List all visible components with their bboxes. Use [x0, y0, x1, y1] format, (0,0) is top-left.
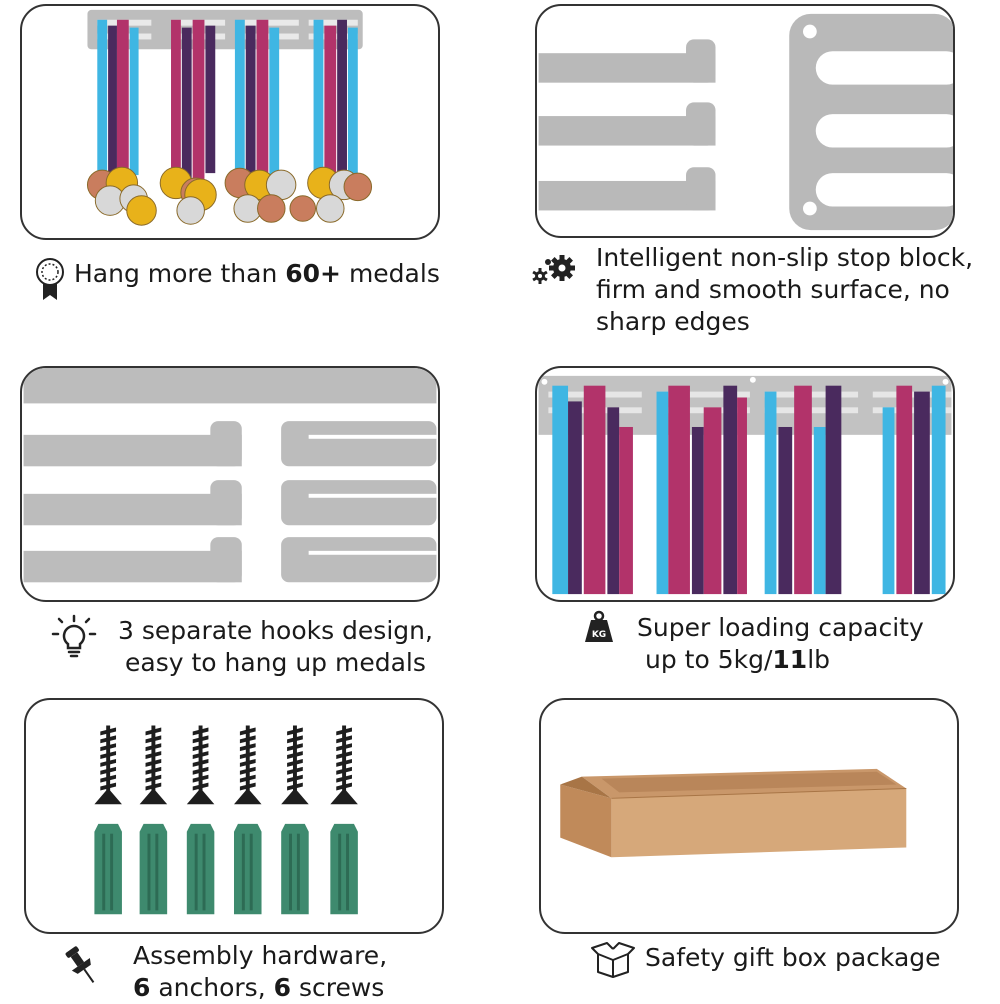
wall-anchor [139, 823, 168, 915]
assembly-hardware-panel [24, 698, 444, 934]
caption-hooks-line1: 3 separate hooks design, [118, 616, 433, 645]
caption-capacity-prefix: up to 5kg/ [645, 645, 773, 674]
gift-box-panel [539, 698, 959, 934]
caption-hardware-screws-label: screws [291, 973, 385, 1002]
hooks-design-illustration [23, 368, 437, 583]
caption-capacity: Super loading capacity up to 5kg/11lb [637, 612, 924, 676]
wall-anchor [281, 823, 309, 915]
caption-hardware-screws-count: 6 [273, 973, 292, 1002]
caption-hardware-anchors-count: 6 [133, 973, 151, 1002]
screw [330, 725, 358, 805]
loading-capacity-panel [535, 366, 955, 602]
caption-hardware-anchors-label: anchors, [150, 973, 274, 1002]
caption-hardware-line2: 6 anchors, 6 screws [133, 972, 387, 1004]
screw [94, 725, 122, 805]
gears-icon [526, 252, 580, 286]
screw [186, 725, 215, 805]
caption-medals-prefix: Hang more than [74, 259, 286, 288]
caption-capacity-line1: Super loading capacity [637, 613, 924, 642]
pushpin-icon [62, 944, 102, 988]
weight-icon-label: KG [592, 630, 606, 640]
caption-capacity-unit: lb [807, 645, 831, 674]
screw [281, 725, 309, 805]
caption-capacity-line2: up to 5kg/11lb [637, 644, 924, 676]
medal-hanger-illustration [86, 9, 373, 226]
stop-block-closeup-panel [535, 4, 955, 238]
medal-ribbon-icon [32, 256, 68, 302]
caption-medals-suffix: medals [341, 259, 440, 288]
weight-icon: KG [584, 610, 614, 644]
caption-stop-block-line3: sharp edges [596, 307, 750, 336]
stop-block-illustration [538, 13, 953, 231]
wall-anchor [186, 823, 215, 915]
wall-anchor [234, 823, 262, 915]
loaded-ribbons-illustration [538, 375, 952, 595]
caption-stop-block-line2: firm and smooth surface, no [596, 275, 950, 304]
wall-anchor [330, 823, 358, 915]
lightbulb-icon [50, 614, 98, 662]
hooks-design-panel [20, 366, 440, 602]
screw [234, 725, 262, 805]
caption-capacity-pounds: 11 [772, 645, 808, 674]
open-box-icon [590, 940, 636, 978]
caption-stop-block: Intelligent non-slip stop block, firm an… [596, 242, 973, 338]
screw [139, 725, 168, 805]
screws-and-anchors-illustration [94, 725, 358, 915]
caption-gift-box: Safety gift box package [645, 943, 941, 972]
wall-anchor [94, 823, 122, 915]
caption-hardware: Assembly hardware, 6 anchors, 6 screws [133, 940, 387, 1004]
caption-hooks: 3 separate hooks design, easy to hang up… [118, 615, 433, 679]
caption-stop-block-line1: Intelligent non-slip stop block, [596, 243, 974, 272]
caption-hooks-line2: easy to hang up medals [125, 648, 426, 677]
caption-medals-count: 60+ [285, 259, 341, 288]
caption-medals: Hang more than 60+ medals [74, 258, 440, 290]
gift-box-illustration [560, 768, 907, 858]
medal-hanger-photo-panel [20, 4, 440, 240]
caption-hardware-line1: Assembly hardware, [133, 941, 388, 970]
